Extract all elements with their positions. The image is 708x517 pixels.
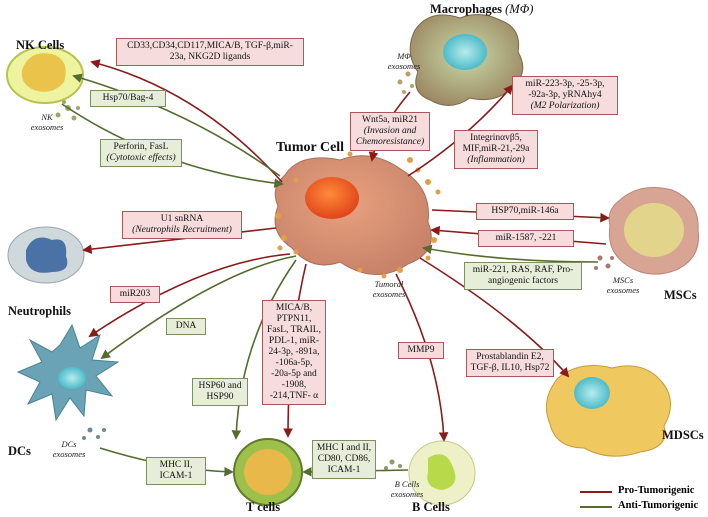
wnt5a-note: (Invasion and Chemoresistance) bbox=[355, 126, 425, 147]
nk-cell bbox=[6, 46, 84, 104]
arrow-msc-to-tumor-anti bbox=[422, 244, 599, 263]
arrow-tumor-to-dc-dna bbox=[100, 255, 297, 360]
arrow-tumor-to-tcell-hsp bbox=[231, 259, 297, 440]
b-cell bbox=[408, 440, 476, 506]
prostaglandin-box: Prostablandin E2, TGF-β, IL10, Hsp72 bbox=[466, 349, 554, 377]
arrow-tumor-to-mdsc bbox=[419, 257, 570, 378]
bcells-exosomes-label: B Cells exosomes bbox=[390, 479, 424, 499]
mir1587-box: miR-1587, -221 bbox=[478, 230, 574, 247]
integrin-box: Integrinαvβ5, MIF,miR-21,-29a (Inflammat… bbox=[454, 130, 538, 169]
arrow-tumor-to-nk-hsp bbox=[72, 73, 281, 177]
m2-polarization-text: miR-223-3p, -25-3p, -92a-3p, yRNAhy4 bbox=[525, 79, 605, 100]
msc-exosome-dots bbox=[594, 255, 614, 270]
mdsc-cell bbox=[545, 365, 671, 457]
macrophage-cell bbox=[409, 14, 524, 106]
mir203-box: miR203 bbox=[110, 286, 160, 303]
mmp9-box: MMP9 bbox=[398, 342, 444, 359]
integrin-text: Integrinαvβ5, MIF,miR-21,-29a bbox=[462, 133, 530, 154]
macrophages-label-symbol: (MΦ) bbox=[505, 2, 534, 16]
tumoral-exosomes-label: Tumoral exosomes bbox=[372, 279, 406, 299]
dcs-exosomes-label: DCs exosomes bbox=[52, 439, 86, 459]
mphi-exosomes-label: MΦ exosomes bbox=[387, 51, 421, 71]
mscs-exosomes-label: MSCs exosomes bbox=[606, 275, 640, 295]
mscs-label: MSCs bbox=[664, 288, 697, 302]
t-cell bbox=[233, 438, 303, 506]
u1-snrna-note: (Neutrophils Recruitment) bbox=[132, 225, 232, 235]
m2-polarization-box: miR-223-3p, -25-3p, -92a-3p, yRNAhy4 (M2… bbox=[512, 76, 618, 115]
hsp70-bag4-box: Hsp70/Bag-4 bbox=[90, 90, 166, 107]
mhc2-icam1-box: MHC II, ICAM-1 bbox=[146, 457, 206, 485]
nk-exosomes-label: NK exosomes bbox=[30, 112, 64, 132]
u1-snrna-text: U1 snRNA bbox=[160, 214, 204, 224]
mir221-ras-box: miR-221, RAS, RAF, Pro-angiogenic factor… bbox=[464, 262, 582, 290]
msc-cell bbox=[608, 187, 700, 275]
tumor-cell-label: Tumor Cell bbox=[276, 140, 345, 155]
u1-snrna-box: U1 snRNA (Neutrophils Recruitment) bbox=[122, 211, 242, 239]
b-cells-label: B Cells bbox=[412, 500, 450, 514]
macrophages-label: Macrophages (MΦ) bbox=[430, 2, 533, 17]
hsp60-hsp90-box: HSP60 and HSP90 bbox=[192, 378, 248, 406]
nk-cells-label: NK Cells bbox=[16, 38, 65, 52]
tumor-cell bbox=[274, 155, 432, 275]
integrin-note: (Inflammation) bbox=[467, 155, 525, 165]
mdscs-label: MDSCs bbox=[662, 428, 704, 442]
perforin-fasl-note: (Cytotoxic effects) bbox=[106, 153, 176, 163]
neutrophil-cell bbox=[7, 226, 85, 284]
m2-polarization-note: (M2 Polarization) bbox=[530, 101, 600, 111]
wnt5a-text: Wnt5a, miR21 bbox=[362, 115, 418, 125]
arrow-tumor-to-dc bbox=[88, 253, 291, 338]
dna-box: DNA bbox=[166, 318, 206, 335]
dc-cell bbox=[16, 323, 120, 422]
legend-anti-label: Anti-Tumorigenic bbox=[618, 500, 699, 511]
bcell-exosome-dots bbox=[384, 459, 402, 470]
hsp70-mir146a-box: HSP70,miR-146a bbox=[476, 203, 574, 220]
mica-ptpn11-box: MICA/B, PTPN11, FasL, TRAIL, PDL-1, miR-… bbox=[262, 300, 326, 405]
legend-pro-label: Pro-Tumorigenic bbox=[618, 485, 695, 496]
mhc1-cd80-box: MHC I and II, CD80, CD86, ICAM-1 bbox=[312, 440, 376, 479]
neutrophils-label: Neutrophils bbox=[8, 304, 71, 318]
arrow-tumor-to-nk bbox=[90, 59, 283, 183]
dcs-label: DCs bbox=[8, 444, 31, 458]
dc-exosome-dots bbox=[82, 427, 106, 440]
macrophages-label-text: Macrophages bbox=[430, 2, 502, 16]
t-cells-label: T cells bbox=[246, 500, 281, 514]
arrow-tumor-to-neutrophil bbox=[82, 227, 277, 254]
perforin-fasl-box: Perforin, FasL (Cytotoxic effects) bbox=[100, 139, 182, 167]
nk-protumor-box: CD33,CD34,CD117,MICA/B, TGF-β,miR-23a, N… bbox=[116, 38, 304, 66]
mphi-exosome-dots bbox=[397, 71, 414, 94]
wnt5a-box: Wnt5a, miR21 (Invasion and Chemoresistan… bbox=[350, 112, 430, 151]
perforin-fasl-text: Perforin, FasL bbox=[113, 142, 169, 152]
